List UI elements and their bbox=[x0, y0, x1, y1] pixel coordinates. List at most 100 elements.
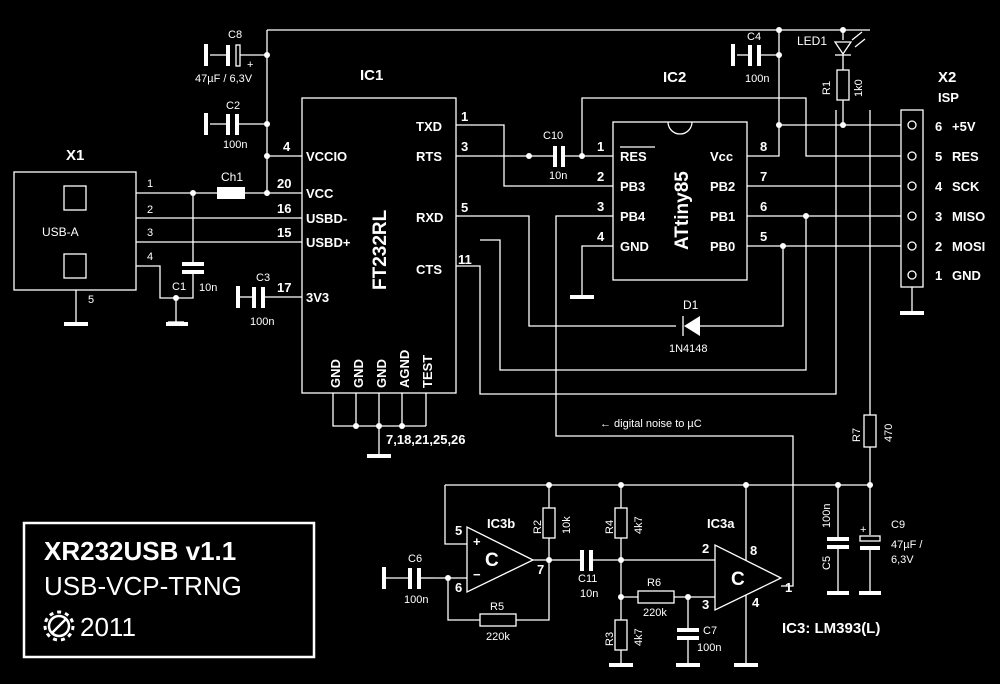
svg-text:C2: C2 bbox=[226, 100, 240, 112]
svg-text:20: 20 bbox=[277, 176, 291, 191]
svg-text:17: 17 bbox=[277, 280, 291, 295]
svg-text:47µF / 6,3V: 47µF / 6,3V bbox=[195, 73, 253, 85]
svg-text:3: 3 bbox=[461, 139, 468, 154]
svg-text:7: 7 bbox=[760, 169, 767, 184]
svg-text:100n: 100n bbox=[821, 504, 833, 528]
noise-supply: R7 470 100n C5 + C9 47µF / 6,3V bbox=[445, 125, 923, 595]
svg-text:TXD: TXD bbox=[416, 119, 442, 134]
ic2-part-label: ATtiny85 bbox=[672, 171, 693, 250]
svg-text:2: 2 bbox=[147, 204, 153, 216]
ic2-body bbox=[612, 121, 748, 281]
svg-text:10k: 10k bbox=[561, 516, 573, 534]
svg-text:RXD: RXD bbox=[416, 210, 443, 225]
svg-text:47µF /: 47µF / bbox=[891, 539, 923, 551]
svg-text:5: 5 bbox=[760, 229, 767, 244]
ic1-part-label: FT232RL bbox=[370, 209, 391, 290]
svg-text:100n: 100n bbox=[250, 316, 274, 328]
ic2-ref-label: IC2 bbox=[663, 69, 686, 86]
svg-text:MISO: MISO bbox=[952, 209, 985, 224]
ic2-isp-wiring bbox=[480, 27, 901, 371]
svg-text:C1: C1 bbox=[172, 281, 186, 293]
x2-body bbox=[900, 109, 924, 288]
svg-text:470: 470 bbox=[883, 424, 895, 442]
svg-text:1: 1 bbox=[597, 139, 604, 154]
svg-text:1: 1 bbox=[147, 178, 153, 190]
svg-text:1: 1 bbox=[461, 109, 468, 124]
ic3a-comparator: C IC3a 2 3 8 1 4 IC3: LM393(L) bbox=[702, 485, 880, 667]
ic3-part-note: IC3: LM393(L) bbox=[782, 620, 880, 637]
x1-type-label: USB-A bbox=[42, 225, 79, 239]
svg-text:R3: R3 bbox=[604, 632, 616, 646]
svg-text:+5V: +5V bbox=[952, 119, 976, 134]
d1-diode: D1 1N4148 bbox=[669, 298, 708, 355]
svg-text:GND: GND bbox=[952, 268, 981, 283]
svg-text:TEST: TEST bbox=[420, 355, 435, 388]
svg-text:4: 4 bbox=[283, 139, 291, 154]
svg-text:6: 6 bbox=[760, 199, 767, 214]
svg-text:100n: 100n bbox=[404, 594, 428, 606]
svg-text:100n: 100n bbox=[223, 139, 247, 151]
ic1-signal-wiring: C10 10n ← digital noise to µC bbox=[456, 97, 901, 587]
x1-body bbox=[13, 171, 137, 291]
svg-text:10n: 10n bbox=[549, 170, 567, 182]
svg-text:4k7: 4k7 bbox=[633, 628, 645, 646]
svg-text:6: 6 bbox=[455, 580, 462, 595]
x1-ref-label: X1 bbox=[66, 147, 84, 164]
coupling-network: C11 10n R4 4k7 R3 4k7 R6 220k C7 100n bbox=[578, 485, 721, 667]
svg-text:RTS: RTS bbox=[416, 149, 442, 164]
svg-text:R2: R2 bbox=[532, 520, 544, 534]
led1-r1: LED1 R1 1k0 bbox=[797, 27, 866, 128]
svg-text:3: 3 bbox=[702, 597, 709, 612]
svg-text:VCC: VCC bbox=[306, 186, 334, 201]
svg-text:2: 2 bbox=[702, 541, 709, 556]
svg-text:PB0: PB0 bbox=[710, 239, 735, 254]
x1-usb-connector: USB-A X1 1 2 3 4 5 bbox=[13, 147, 153, 306]
svg-text:C8: C8 bbox=[228, 29, 242, 41]
svg-text:10n: 10n bbox=[199, 282, 217, 294]
svg-text:4: 4 bbox=[597, 229, 605, 244]
svg-text:GND: GND bbox=[374, 359, 389, 388]
svg-text:AGND: AGND bbox=[397, 350, 412, 388]
svg-text:IC3b: IC3b bbox=[487, 516, 515, 531]
svg-text:1k0: 1k0 bbox=[853, 79, 865, 97]
svg-text:C: C bbox=[731, 569, 745, 590]
svg-text:1: 1 bbox=[935, 268, 942, 283]
svg-text:USBD+: USBD+ bbox=[306, 235, 351, 250]
title-block: XR232USB v1.1 USB-VCP-TRNG 2011 bbox=[22, 521, 316, 659]
svg-text:VCCIO: VCCIO bbox=[306, 149, 347, 164]
svg-text:1N4148: 1N4148 bbox=[669, 343, 708, 355]
svg-text:5: 5 bbox=[455, 523, 462, 538]
svg-text:6: 6 bbox=[935, 119, 942, 134]
svg-text:SCK: SCK bbox=[952, 179, 980, 194]
x1-wiring: C1 10n Ch1 bbox=[64, 170, 302, 326]
svg-text:4: 4 bbox=[147, 251, 153, 263]
svg-text:8: 8 bbox=[760, 139, 767, 154]
gear-icon bbox=[43, 610, 75, 642]
svg-text:R5: R5 bbox=[490, 601, 504, 613]
svg-text:4k7: 4k7 bbox=[633, 516, 645, 534]
svg-text:100n: 100n bbox=[745, 73, 769, 85]
svg-text:C9: C9 bbox=[891, 519, 905, 531]
svg-text:RES: RES bbox=[952, 149, 979, 164]
svg-text:220k: 220k bbox=[486, 631, 510, 643]
svg-text:PB2: PB2 bbox=[710, 179, 735, 194]
svg-text:100n: 100n bbox=[697, 642, 721, 654]
svg-text:GND: GND bbox=[620, 239, 649, 254]
c3-capacitor: C3 100n bbox=[236, 272, 302, 328]
svg-text:10n: 10n bbox=[580, 588, 598, 600]
svg-text:Vcc: Vcc bbox=[710, 149, 733, 164]
svg-text:5: 5 bbox=[461, 200, 468, 215]
svg-text:+: + bbox=[860, 524, 866, 536]
svg-text:+: + bbox=[473, 534, 481, 549]
svg-text:2: 2 bbox=[597, 169, 604, 184]
svg-text:R7: R7 bbox=[851, 428, 863, 442]
c4-capacitor: C4 100n bbox=[731, 31, 782, 85]
svg-text:Ch1: Ch1 bbox=[221, 170, 243, 184]
svg-text:−: − bbox=[473, 567, 481, 582]
svg-text:C4: C4 bbox=[747, 31, 761, 43]
svg-text:R1: R1 bbox=[821, 81, 833, 95]
svg-text:3: 3 bbox=[935, 209, 942, 224]
svg-text:7,18,21,25,26: 7,18,21,25,26 bbox=[386, 432, 466, 447]
title-line-3: 2011 bbox=[80, 612, 136, 642]
